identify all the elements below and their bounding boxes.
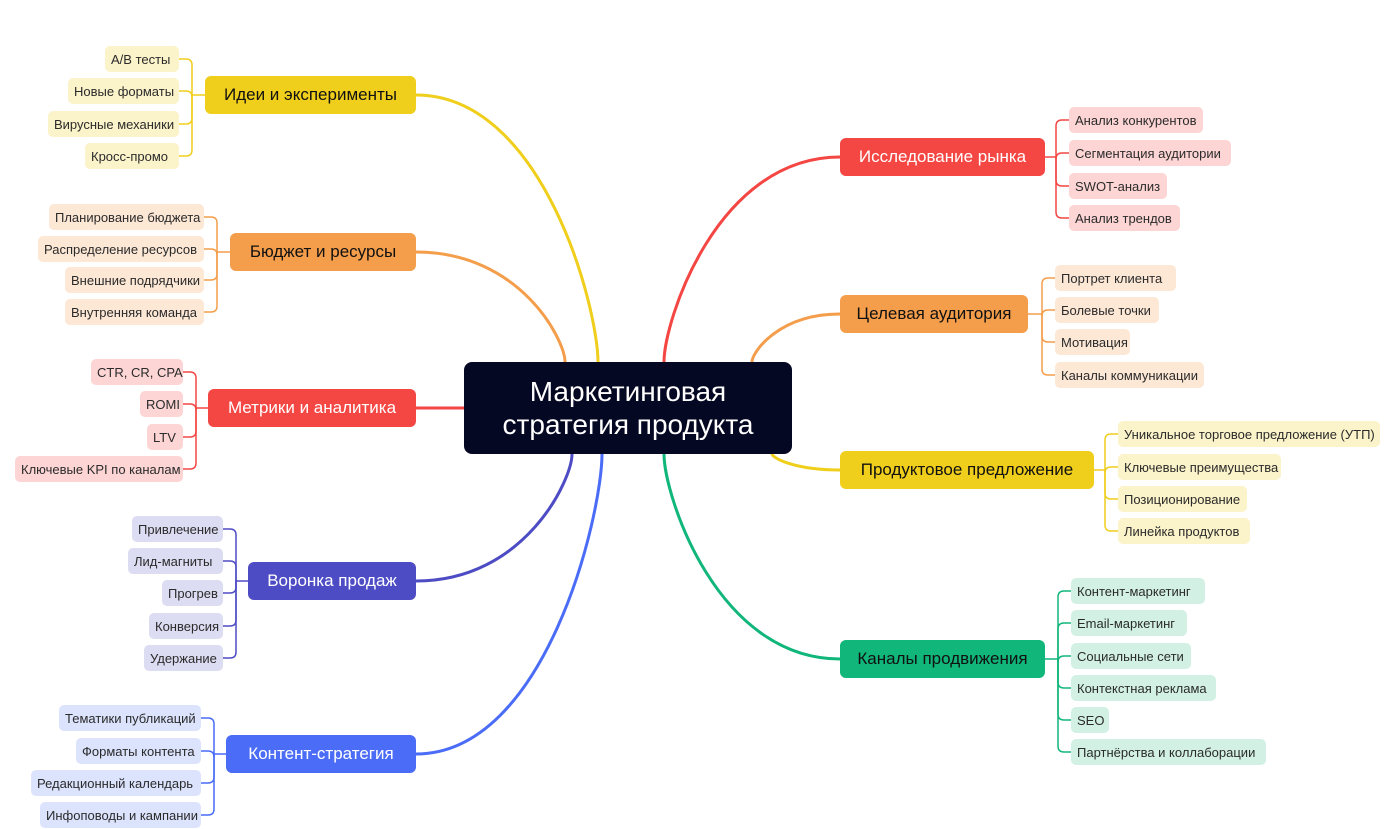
leaf-funnel-1[interactable]: Лид-магниты — [128, 548, 223, 574]
leaf-research-1[interactable]: Сегментация аудитории — [1069, 140, 1231, 166]
leaf-content-3[interactable]: Инфоповоды и кампании — [40, 802, 201, 828]
leaf-line-research-2 — [1055, 156, 1070, 187]
leaf-offer-3[interactable]: Линейка продуктов — [1118, 518, 1250, 544]
central-topic-line-1: Маркетинговая — [529, 376, 727, 407]
leaf-channels-4[interactable]: SEO — [1071, 707, 1109, 733]
leaf-offer-1[interactable]: Ключевые преимущества — [1118, 454, 1281, 480]
leaf-content-1[interactable]: Форматы контента — [76, 738, 201, 764]
leaf-audience-2[interactable]: Мотивация — [1055, 329, 1130, 355]
leaf-line-research-1 — [1055, 152, 1070, 160]
leaf-line-funnel-1 — [222, 560, 237, 582]
leaf-channels-1[interactable]: Email-маркетинг — [1071, 610, 1187, 636]
leaf-channels-2[interactable]: Социальные сети — [1071, 643, 1191, 669]
leaf-offer-0[interactable]: Уникальное торговое предложение (УТП) — [1118, 421, 1380, 447]
leaf-line-budget-2 — [203, 251, 218, 281]
leaf-metrics-1[interactable]: ROMI — [140, 391, 183, 417]
edge-channels — [662, 452, 842, 661]
edge-audience — [750, 312, 842, 364]
central-topic-line-2: стратегия продукта — [502, 409, 754, 440]
leaf-budget-2[interactable]: Внешние подрядчики — [65, 267, 204, 293]
branch-metrics[interactable]: Метрики и аналитика — [208, 389, 416, 427]
branch-ideas[interactable]: Идеи и эксперименты — [205, 76, 416, 114]
leaf-line-channels-0 — [1057, 590, 1072, 660]
leaf-line-budget-0 — [203, 216, 218, 253]
leaf-offer-2[interactable]: Позиционирование — [1118, 486, 1247, 512]
leaf-line-research-3 — [1055, 156, 1070, 219]
leaf-line-budget-3 — [203, 251, 218, 313]
edge-offer — [770, 452, 842, 472]
leaf-line-ideas-3 — [178, 94, 193, 157]
leaf-research-0[interactable]: Анализ конкурентов — [1069, 107, 1203, 133]
leaf-audience-3[interactable]: Каналы коммуникации — [1055, 362, 1204, 388]
edge-research — [662, 155, 842, 364]
leaf-line-metrics-2 — [182, 407, 197, 438]
leaf-content-2[interactable]: Редакционный календарь — [31, 770, 201, 796]
branch-offer[interactable]: Продуктовое предложение — [840, 451, 1094, 489]
leaf-funnel-0[interactable]: Привлечение — [132, 516, 223, 542]
edge-ideas — [414, 93, 600, 364]
leaf-line-metrics-0 — [182, 371, 197, 409]
leaf-metrics-2[interactable]: LTV — [147, 424, 183, 450]
leaf-channels-3[interactable]: Контекстная реклама — [1071, 675, 1216, 701]
leaf-line-offer-2 — [1104, 469, 1119, 500]
leaf-metrics-3[interactable]: Ключевые KPI по каналам — [15, 456, 183, 482]
leaf-line-audience-3 — [1041, 313, 1056, 376]
leaf-funnel-3[interactable]: Конверсия — [149, 613, 223, 639]
leaf-line-funnel-4 — [222, 580, 237, 659]
leaf-line-funnel-0 — [222, 528, 237, 582]
leaf-line-ideas-2 — [178, 94, 193, 125]
leaf-line-content-1 — [200, 750, 215, 758]
leaf-line-research-0 — [1055, 119, 1070, 158]
leaf-line-budget-1 — [203, 248, 218, 256]
branch-budget[interactable]: Бюджет и ресурсы — [230, 233, 416, 271]
leaf-line-channels-4 — [1057, 658, 1072, 721]
leaf-line-ideas-1 — [178, 90, 193, 98]
leaf-line-channels-2 — [1057, 655, 1072, 663]
leaf-line-audience-0 — [1041, 277, 1056, 315]
leaf-budget-0[interactable]: Планирование бюджета — [49, 204, 204, 230]
leaf-line-audience-2 — [1041, 313, 1056, 343]
leaf-channels-0[interactable]: Контент-маркетинг — [1071, 578, 1205, 604]
leaf-line-content-3 — [200, 753, 215, 816]
leaf-line-content-2 — [200, 753, 215, 784]
leaf-ideas-0[interactable]: A/B тесты — [105, 46, 179, 72]
leaf-line-channels-5 — [1057, 658, 1072, 753]
leaf-content-0[interactable]: Тематики публикаций — [59, 705, 201, 731]
leaf-channels-5[interactable]: Партнёрства и коллаборации — [1071, 739, 1266, 765]
leaf-research-2[interactable]: SWOT-анализ — [1069, 173, 1167, 199]
leaf-line-audience-1 — [1041, 309, 1056, 317]
branch-audience[interactable]: Целевая аудитория — [840, 295, 1028, 333]
leaf-ideas-1[interactable]: Новые форматы — [68, 78, 179, 104]
edge-funnel — [414, 452, 574, 583]
leaf-line-metrics-1 — [182, 403, 197, 411]
branch-content[interactable]: Контент-стратегия — [226, 735, 416, 773]
leaf-line-content-0 — [200, 717, 215, 755]
leaf-line-funnel-3 — [222, 580, 237, 627]
leaf-ideas-3[interactable]: Кросс-промо — [85, 143, 179, 169]
edge-budget — [414, 250, 567, 364]
leaf-budget-3[interactable]: Внутренняя команда — [65, 299, 204, 325]
branch-funnel[interactable]: Воронка продаж — [248, 562, 416, 600]
branch-channels[interactable]: Каналы продвижения — [840, 640, 1045, 678]
leaf-line-ideas-0 — [178, 58, 193, 96]
leaf-research-3[interactable]: Анализ трендов — [1069, 205, 1180, 231]
leaf-line-offer-1 — [1104, 466, 1119, 474]
leaf-line-channels-3 — [1057, 658, 1072, 689]
leaf-line-channels-1 — [1057, 622, 1072, 660]
central-topic[interactable]: Маркетинговая стратегия продукта — [464, 362, 792, 454]
leaf-audience-1[interactable]: Болевые точки — [1055, 297, 1159, 323]
leaf-budget-1[interactable]: Распределение ресурсов — [38, 236, 204, 262]
leaf-line-offer-0 — [1104, 433, 1119, 471]
branch-research[interactable]: Исследование рынка — [840, 138, 1045, 176]
leaf-funnel-4[interactable]: Удержание — [144, 645, 223, 671]
edge-content — [414, 452, 604, 756]
leaf-line-offer-3 — [1104, 469, 1119, 532]
leaf-funnel-2[interactable]: Прогрев — [162, 580, 223, 606]
leaf-line-metrics-3 — [182, 407, 197, 470]
leaf-metrics-0[interactable]: CTR, CR, CPA — [91, 359, 183, 385]
leaf-line-funnel-2 — [222, 580, 237, 594]
leaf-ideas-2[interactable]: Вирусные механики — [48, 111, 179, 137]
leaf-audience-0[interactable]: Портрет клиента — [1055, 265, 1176, 291]
